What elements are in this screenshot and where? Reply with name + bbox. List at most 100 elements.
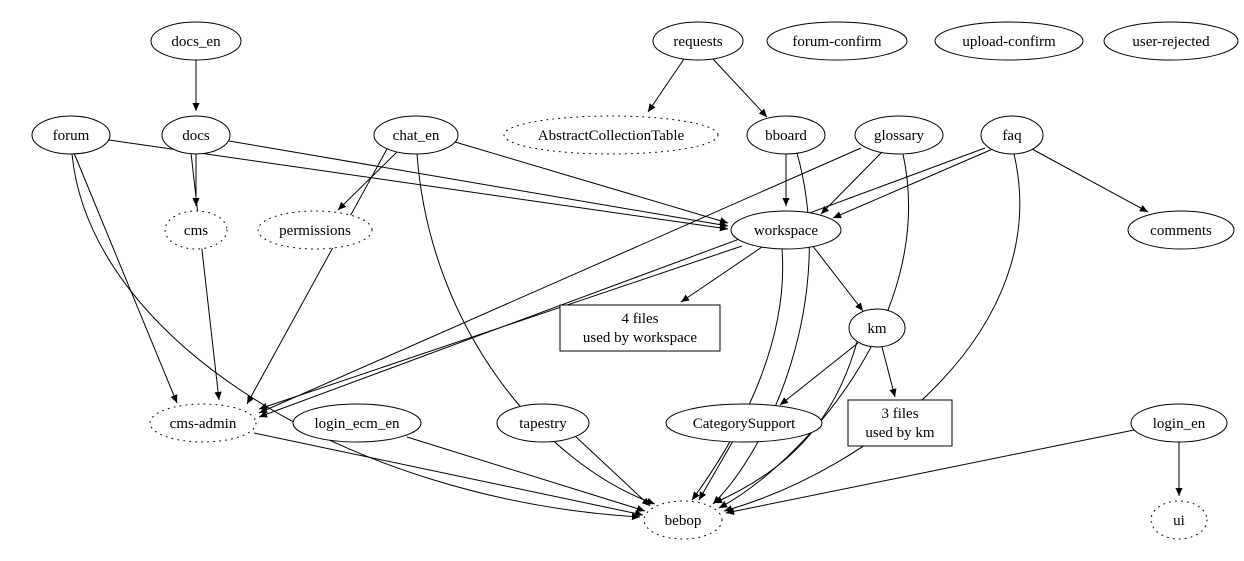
edge-km-categorysupport — [779, 342, 859, 406]
node-tapestry: tapestry — [496, 403, 590, 443]
node-forum-confirm: forum-confirm — [766, 21, 908, 61]
node-bebop: bebop — [643, 500, 723, 540]
node-cms-label: cms — [184, 223, 208, 239]
node-km-label: km — [867, 321, 887, 337]
node-categorysupport-shape — [665, 403, 823, 443]
node-login_en: login_en — [1130, 403, 1228, 443]
node-km-shape — [848, 308, 906, 348]
node-chat_en-label: chat_en — [393, 128, 440, 144]
node-user-rejected-label: user-rejected — [1132, 34, 1210, 50]
edge-chat_en-bebop — [416, 153, 656, 505]
node-workspace-label: workspace — [754, 223, 818, 239]
node-comments-label: comments — [1150, 223, 1212, 239]
node-requests: requests — [652, 21, 744, 61]
edge-forum-workspace — [108, 139, 729, 232]
node-chat_en-shape — [373, 115, 459, 155]
node-permissions-shape — [257, 210, 373, 250]
node-login_ecm_en-label: login_ecm_en — [315, 416, 400, 432]
node-user-rejected: user-rejected — [1103, 21, 1239, 61]
edge-faq-comments — [1031, 148, 1149, 213]
node-glossary-label: glossary — [874, 128, 924, 144]
node-cms-shape — [164, 210, 228, 250]
node-comments-shape — [1127, 210, 1235, 250]
node-km: km — [848, 308, 906, 348]
files-4-line2: used by workspace — [583, 330, 697, 346]
edge-km-files-3 — [881, 346, 897, 398]
node-files-used-by-workspace: 4 files used by workspace — [559, 304, 721, 352]
files-4-line1: 4 files — [621, 311, 658, 327]
node-permissions: permissions — [257, 210, 373, 250]
node-forum-confirm-shape — [766, 21, 908, 61]
files-3-line1: 3 files — [881, 406, 918, 422]
edge-docs-cms-admin — [190, 152, 222, 401]
edge-requests-abstractcollectiontable — [647, 58, 685, 113]
node-requests-label: requests — [673, 34, 722, 50]
edge-login_ecm_en-bebop — [406, 436, 646, 513]
edge-categorysupport-bebop — [698, 440, 734, 501]
edge-workspace-km — [811, 244, 864, 312]
node-tapestry-shape — [496, 403, 590, 443]
node-login_ecm_en-shape — [292, 403, 422, 443]
node-forum-shape — [31, 115, 111, 155]
files-3-box — [847, 399, 953, 447]
node-permissions-label: permissions — [279, 223, 351, 239]
edge-glossary-bebop — [718, 153, 909, 509]
edge-bboard-bebop — [712, 152, 810, 505]
node-cms: cms — [164, 210, 228, 250]
node-categorysupport: CategorySupport — [665, 403, 823, 443]
node-login_en-shape — [1130, 403, 1228, 443]
node-workspace: workspace — [730, 210, 842, 250]
node-cms-admin-shape — [149, 403, 257, 443]
edge-faq-workspace — [832, 147, 996, 219]
edge-workspace-bebop — [691, 248, 784, 501]
edge-faq-bebop — [723, 153, 1021, 513]
edge-requests-bboard — [712, 58, 768, 118]
edge-chat_en-permissions — [337, 149, 400, 211]
node-upload-confirm-label: upload-confirm — [962, 34, 1056, 50]
node-upload-confirm-shape — [934, 21, 1084, 61]
node-login_ecm_en: login_ecm_en — [292, 403, 422, 443]
node-login_en-label: login_en — [1153, 416, 1206, 432]
edge-glossary-cms-admin — [258, 147, 862, 414]
edge-cms-admin-bebop — [253, 432, 644, 517]
edge-km-bebop — [713, 341, 858, 504]
node-abstractcollectiontable: AbstractCollectionTable — [503, 115, 719, 155]
node-bboard-label: bboard — [765, 128, 807, 144]
edge-tapestry-bebop — [574, 435, 651, 507]
node-docs_en-shape — [150, 21, 242, 61]
node-chat_en: chat_en — [373, 115, 459, 155]
node-requests-shape — [652, 21, 744, 61]
node-docs_en-label: docs_en — [171, 34, 221, 50]
node-categorysupport-label: CategorySupport — [693, 416, 796, 432]
node-user-rejected-shape — [1103, 21, 1239, 61]
node-docs: docs — [161, 115, 231, 155]
node-ui-shape — [1150, 500, 1208, 540]
edge-forum-bebop — [71, 153, 641, 521]
edge-forum-cms-admin — [73, 152, 178, 404]
node-abstractcollectiontable-label: AbstractCollectionTable — [538, 128, 685, 144]
node-tapestry-label: tapestry — [519, 416, 567, 432]
node-cms-admin: cms-admin — [149, 403, 257, 443]
node-forum-label: forum — [53, 128, 90, 144]
node-docs-label: docs — [182, 128, 210, 144]
node-forum-confirm-label: forum-confirm — [792, 34, 881, 50]
node-bboard: bboard — [746, 115, 826, 155]
node-cms-admin-label: cms-admin — [170, 416, 237, 432]
node-workspace-shape — [730, 210, 842, 250]
files-3-line2: used by km — [865, 425, 934, 441]
node-faq: faq — [980, 115, 1044, 155]
node-ui: ui — [1150, 500, 1208, 540]
node-comments: comments — [1127, 210, 1235, 250]
edge-glossary-workspace — [820, 150, 884, 215]
node-abstractcollectiontable-shape — [503, 115, 719, 155]
edge-chat_en-workspace — [454, 141, 729, 225]
node-glossary-shape — [854, 115, 944, 155]
node-faq-label: faq — [1002, 128, 1022, 144]
edge-faq-cms-admin — [258, 147, 986, 418]
edge-workspace-files-4 — [680, 246, 763, 303]
node-upload-confirm: upload-confirm — [934, 21, 1084, 61]
node-glossary: glossary — [854, 115, 944, 155]
node-forum: forum — [31, 115, 111, 155]
